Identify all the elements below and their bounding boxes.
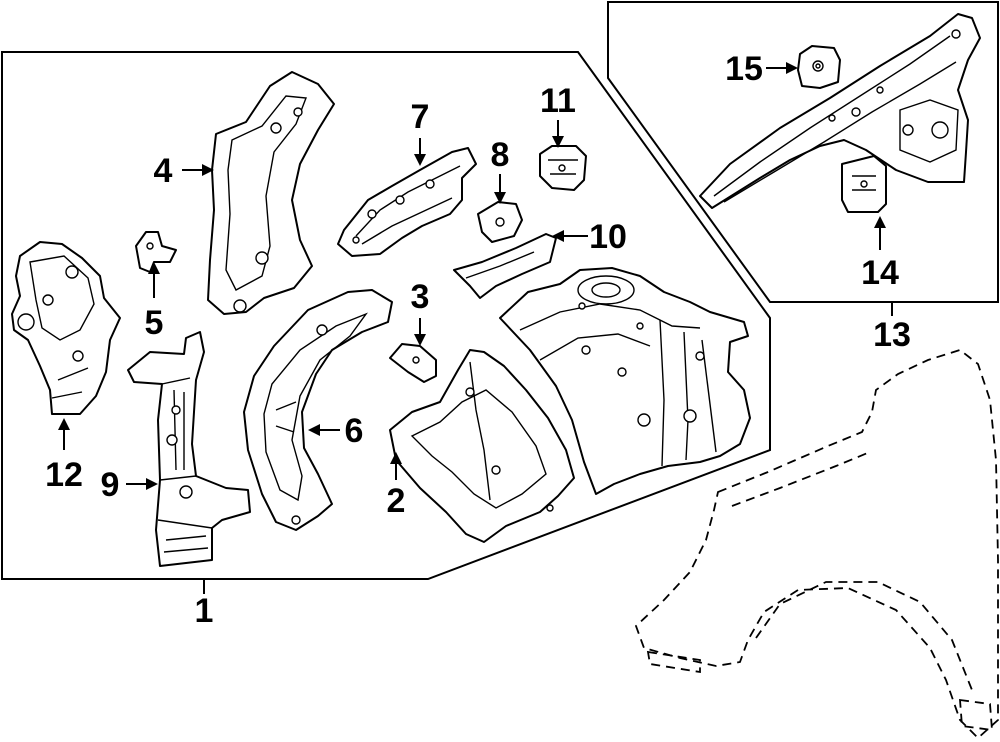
- part-11-mount-bracket[interactable]: [539, 145, 587, 191]
- callout-9: 9: [101, 466, 120, 504]
- callout-13: 13: [873, 316, 911, 354]
- fender-outline: [634, 349, 999, 740]
- callout-6: 6: [345, 412, 364, 450]
- part-9-pillar[interactable]: [127, 331, 251, 567]
- part-4-wheelhouse-rail[interactable]: [207, 71, 335, 315]
- callout-5: 5: [145, 304, 164, 342]
- part-14-plate[interactable]: [841, 155, 887, 213]
- part-15-bracket[interactable]: [797, 45, 841, 89]
- callout-11: 11: [540, 82, 576, 120]
- assembly-1-frame: [1, 51, 771, 580]
- callout-7: 7: [411, 98, 430, 136]
- part-2-apron[interactable]: [389, 349, 575, 543]
- part-8-bracket[interactable]: [477, 201, 523, 243]
- callout-12: 12: [45, 456, 83, 494]
- leaders: [58, 62, 893, 594]
- part-12-bracket[interactable]: [11, 241, 121, 415]
- callout-2: 2: [387, 482, 406, 520]
- callout-10: 10: [589, 218, 627, 256]
- callout-3: 3: [411, 278, 430, 316]
- wheelhouse-assembly[interactable]: [499, 267, 751, 495]
- part-5-clip[interactable]: [135, 231, 177, 273]
- callout-labels: 1 2 3 4 5 6 7 8 9 10 11 12 13 14 15: [45, 50, 911, 630]
- part-13-apron-rail-assembly[interactable]: [699, 13, 981, 209]
- assembly-13-frame: [607, 1, 999, 303]
- callout-14: 14: [861, 254, 899, 292]
- part-3-bracket[interactable]: [389, 343, 437, 383]
- callout-4: 4: [154, 152, 173, 190]
- part-10-gusset[interactable]: [453, 233, 557, 299]
- callout-8: 8: [491, 136, 510, 174]
- part-7-frame-rail[interactable]: [337, 147, 477, 257]
- part-6-wheelhouse-arch[interactable]: [243, 289, 393, 531]
- callout-1: 1: [195, 592, 214, 630]
- callout-15: 15: [725, 50, 763, 88]
